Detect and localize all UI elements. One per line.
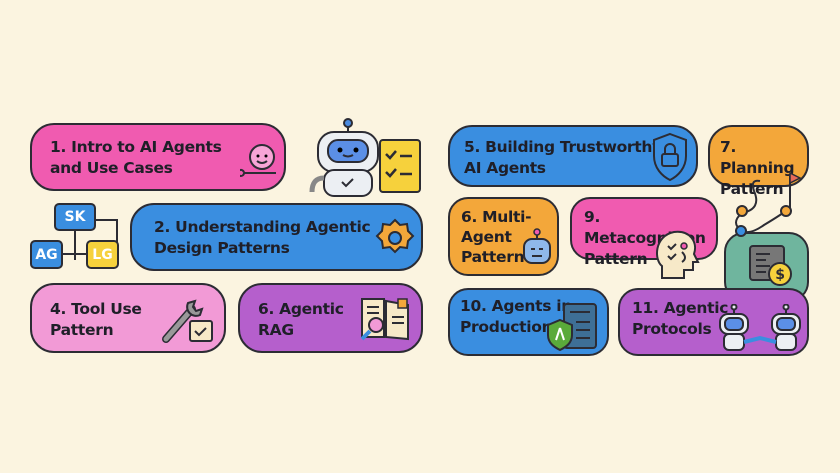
svg-text:$: $ (775, 267, 784, 283)
framework-box-sk: SK (54, 203, 96, 231)
lesson-title: 11. Agentic Protocols (632, 299, 729, 338)
lesson-card-design-patterns[interactable]: 2. Understanding Agentic Design Patterns (130, 203, 423, 271)
server-dollar-icon: $ (749, 245, 792, 286)
wrench-check-icon (162, 299, 213, 343)
lesson-title: 2. Understanding Agentic Design Patterns (154, 218, 371, 257)
lesson-title: 5. Building Trustworthy AI Agents (464, 138, 662, 177)
shield-lock-icon (653, 132, 687, 182)
server-shield-icon (547, 303, 597, 352)
lesson-card-planning[interactable]: 7. Planning Pattern (708, 125, 809, 198)
lesson-card-protocols[interactable]: 11. Agentic Protocols (618, 288, 809, 356)
lesson-card-multi-agent[interactable]: 6. Multi- Agent Pattern (448, 197, 559, 276)
lesson-title: 6. Multi- Agent Pattern (461, 208, 532, 266)
lesson-card-production[interactable]: 10. Agents in Production (448, 288, 609, 356)
lesson-title: 7. Planning Pattern (720, 138, 795, 198)
gear-icon (375, 218, 415, 254)
robot-head-icon (523, 228, 551, 264)
lesson-title: 6. Agentic RAG (258, 300, 344, 339)
path-node-blue (735, 225, 747, 237)
robot-checklist-icon (309, 118, 421, 197)
lesson-card-agentic-rag[interactable]: 6. Agentic RAG (238, 283, 423, 353)
framework-box-ag: AG (30, 240, 63, 269)
framework-box-lg: LG (86, 240, 119, 269)
planning-path-icon (735, 171, 802, 234)
lesson-card-intro[interactable]: 1. Intro to AI Agents and Use Cases (30, 123, 286, 191)
robots-handshake-icon (719, 304, 801, 351)
baby-face-icon (240, 144, 276, 177)
lesson-title: 1. Intro to AI Agents and Use Cases (50, 138, 222, 177)
head-thinking-icon (656, 230, 700, 279)
lesson-title: 4. Tool Use Pattern (50, 300, 142, 339)
lesson-card-trustworthy[interactable]: 5. Building Trustworthy AI Agents (448, 125, 698, 187)
book-search-icon (360, 298, 409, 341)
lesson-card-tool-use[interactable]: 4. Tool Use Pattern (30, 283, 226, 353)
